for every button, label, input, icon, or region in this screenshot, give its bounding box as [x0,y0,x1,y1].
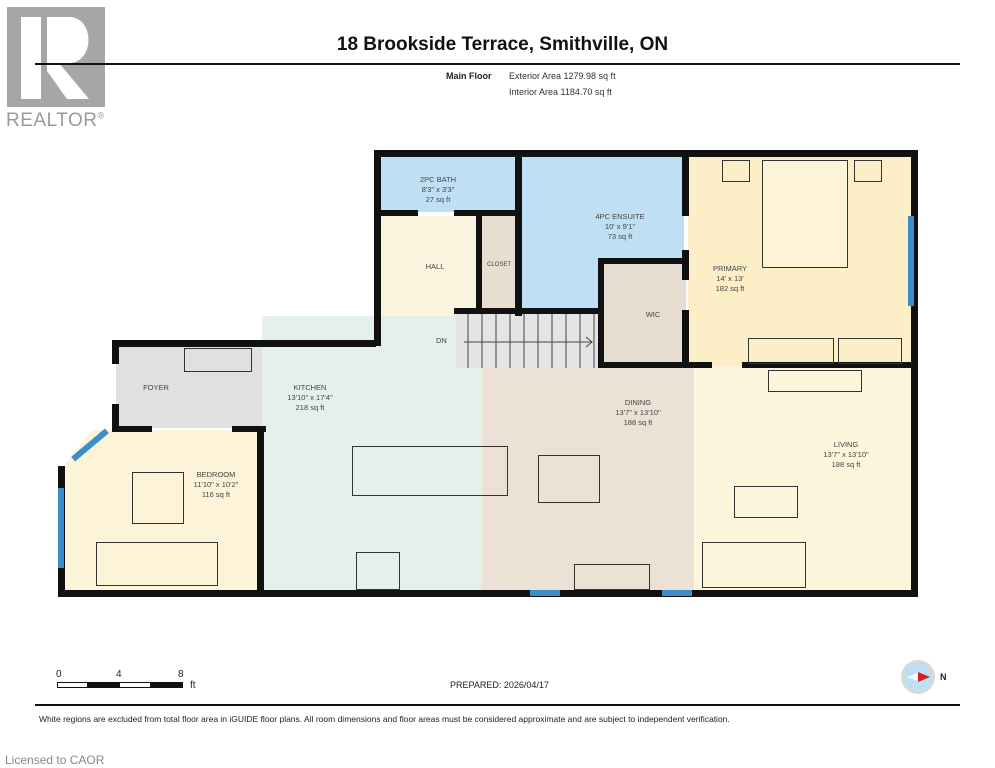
wall [682,250,689,280]
scale-tick: 8 [178,669,184,680]
room-foyer [116,346,264,428]
wall [598,258,686,264]
exterior-area: Exterior Area 1279.98 sq ft [509,71,616,81]
wall [742,362,918,368]
realtor-wordmark: REALTOR® [6,110,105,131]
room-hall [380,216,480,316]
wall [257,426,264,594]
disclaimer: White regions are excluded from total fl… [39,714,730,724]
scale-tick: 4 [116,669,122,680]
sideboard [574,564,650,590]
room-2pc-bath [380,156,516,212]
header-divider [35,63,960,65]
scale-segment [150,682,183,688]
ottoman [132,472,184,524]
wall [380,210,418,216]
room-dining [482,366,694,592]
room-closet [482,216,516,310]
wall [112,426,152,432]
wall [112,340,119,364]
realtor-r-icon [21,17,89,99]
scale-segment [119,682,151,688]
stove-icon [356,552,400,590]
kitchen-island [352,446,508,496]
room-kitchen [262,316,482,592]
wall [374,150,918,157]
prepared-date: PREPARED: 2026/04/17 [450,680,549,690]
label-closet: CLOSET [486,262,511,268]
wall [682,310,689,366]
wall [232,426,266,432]
wall [454,210,522,216]
wall [600,362,712,368]
wall [515,156,522,316]
wall [911,150,918,594]
dining-table [538,455,600,503]
floor-name: Main Floor [446,71,492,81]
window [58,488,64,568]
window [662,590,692,596]
wall [374,150,381,346]
room-wic [602,262,686,366]
window [908,216,914,306]
interior-area: Interior Area 1184.70 sq ft [509,87,612,97]
label-wic: WIC [645,310,661,319]
label-foyer: FOYER [143,383,169,392]
north-arrow-icon [901,660,935,694]
bench [184,348,252,372]
nightstand [722,160,750,182]
property-title: 18 Brookside Terrace, Smithville, ON [336,34,669,55]
wall [320,340,376,347]
coffee-table [734,486,798,518]
wall [112,404,119,432]
footer-divider [35,704,960,706]
stairs-treads [464,312,595,368]
scale-segment [57,682,88,688]
label-hall: HALL [425,262,445,271]
sofa [96,542,218,586]
scale-tick: 0 [56,669,62,680]
stairs [456,312,602,368]
dresser [838,338,902,364]
north-label: N [940,672,947,682]
wall [682,156,689,216]
fireplace-icon [768,370,862,392]
realtor-logo [7,7,105,107]
bed [762,160,848,268]
stairs-label: DN [436,336,447,345]
license-notice: Licensed to CAOR [5,753,105,767]
wall [58,590,918,597]
scale-unit: ft [190,680,196,691]
sofa [702,542,806,588]
nightstand [854,160,882,182]
wall [112,340,376,347]
scale-segment [87,682,120,688]
window [530,590,560,596]
wall [476,216,482,310]
dresser [748,338,834,364]
room-living [694,366,912,592]
wall [454,308,604,314]
